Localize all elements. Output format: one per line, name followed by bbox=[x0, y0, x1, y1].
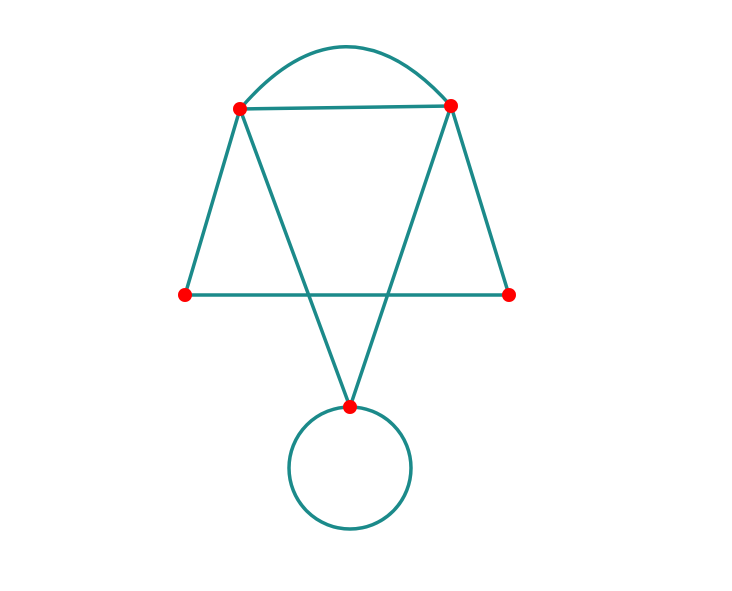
edge-cross-right bbox=[348, 104, 453, 409]
vertex-middle-left bbox=[178, 288, 192, 302]
edge-left-side bbox=[183, 107, 242, 297]
vertex-top-right bbox=[444, 99, 458, 113]
edge-right-side bbox=[449, 104, 511, 297]
vertex-bottom bbox=[343, 400, 357, 414]
vertex-top-left bbox=[233, 102, 247, 116]
vertices-layer bbox=[178, 99, 516, 414]
edge-top-straight bbox=[238, 104, 453, 111]
edges-layer bbox=[183, 45, 511, 531]
edge-top-arc bbox=[238, 45, 453, 111]
edge-cross-left bbox=[238, 107, 352, 409]
vertex-middle-right bbox=[502, 288, 516, 302]
edge-self-loop bbox=[287, 405, 413, 531]
